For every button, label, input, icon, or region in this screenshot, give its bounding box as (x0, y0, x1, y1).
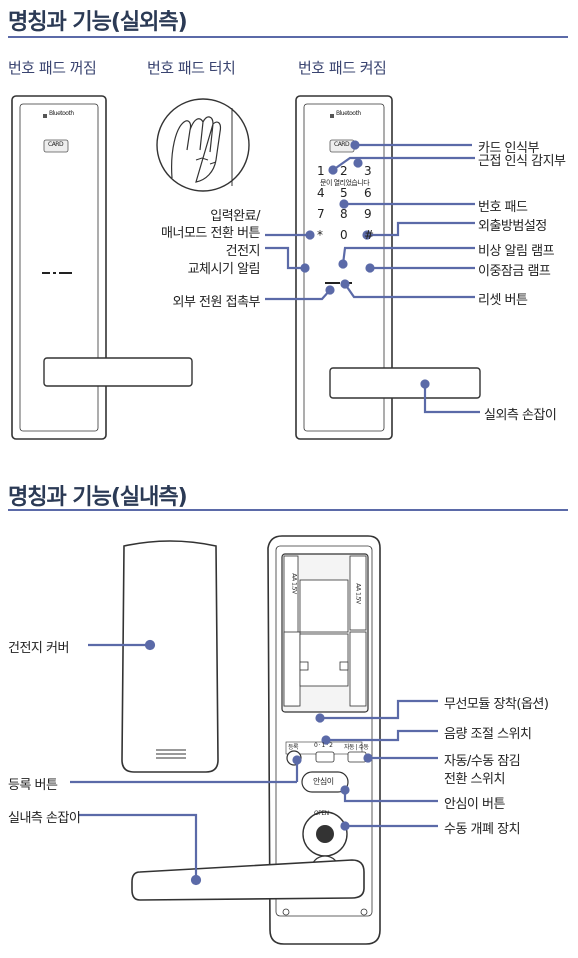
device-touch-illustration (156, 98, 250, 192)
battery-text-2: AA 1.5V (354, 583, 362, 604)
knob-small-text: OPEN (314, 810, 329, 817)
state-on-heading: 번호 패드 켜짐 (298, 59, 387, 77)
label-battery-2: 교체시기 알림 (187, 262, 261, 277)
label-input-complete-1: 입력완료/ (210, 209, 260, 224)
label-input-complete-2: 매너모드 전환 버튼 (161, 226, 260, 241)
auto-small-text: 자동 | 수동 (344, 744, 369, 751)
brand-text: Bluetooth (336, 110, 361, 117)
card-text: CARD (334, 141, 350, 148)
label-reset-button: 리셋 버튼 (478, 293, 528, 308)
label-double-lock-lamp: 이중잠금 램프 (478, 264, 551, 279)
label-safety-button: 안심이 버튼 (444, 797, 505, 812)
battery-cover-drawing (121, 540, 219, 773)
register-small-text: 등록 (288, 744, 299, 751)
key-2[interactable]: 2 (340, 164, 348, 178)
card-text-off: CARD (48, 141, 64, 148)
label-external-power: 외부 전원 접촉부 (172, 295, 261, 310)
volume-small-text: 0 · 1 · 2 (314, 742, 333, 749)
safety-small-text[interactable]: 안심이 (313, 777, 334, 786)
outdoor-title-rule (8, 36, 568, 38)
indoor-leaders (70, 639, 438, 886)
label-volume-switch: 음량 조절 스위치 (444, 727, 532, 742)
key-4[interactable]: 4 (317, 186, 325, 200)
outdoor-section-title: 명칭과 기능(실외측) (8, 10, 188, 35)
label-card-reader: 카드 인식부 (478, 141, 539, 156)
label-register-button: 등록 버튼 (8, 778, 58, 793)
label-manual-open: 수동 개폐 장치 (444, 822, 521, 837)
label-proximity-sensor: 근접 인식 감지부 (478, 154, 566, 169)
indoor-section-title: 명칭과 기능(실내측) (8, 485, 188, 510)
label-outdoor-handle: 실외측 손잡이 (484, 408, 557, 423)
label-indoor-handle: 실내측 손잡이 (8, 811, 81, 826)
label-battery-cover: 건전지 커버 (8, 641, 69, 656)
device-pad-off (11, 95, 193, 440)
key-hash[interactable]: # (364, 228, 374, 242)
key-5[interactable]: 5 (340, 186, 348, 200)
label-wireless-module: 무선모듈 장착(옵션) (444, 697, 549, 712)
label-auto-manual-1: 자동/수동 잠김 (444, 754, 521, 769)
key-hint: 문이 열리었습니다 (320, 179, 370, 187)
key-7[interactable]: 7 (317, 207, 325, 221)
brand-text-off: Bluetooth (49, 110, 74, 117)
key-0[interactable]: 0 (340, 228, 348, 242)
key-1[interactable]: 1 (317, 164, 325, 178)
state-off-heading: 번호 패드 꺼짐 (8, 59, 97, 77)
label-keypad: 번호 패드 (478, 200, 528, 215)
key-9[interactable]: 9 (364, 207, 372, 221)
label-auto-manual-2: 전환 스위치 (444, 772, 505, 787)
state-touch-heading: 번호 패드 터치 (147, 59, 236, 77)
key-6[interactable]: 6 (364, 186, 372, 200)
label-battery-1: 건전지 (225, 244, 261, 259)
label-emergency-lamp: 비상 알림 램프 (478, 244, 555, 259)
key-3[interactable]: 3 (364, 164, 372, 178)
key-star[interactable]: * (317, 228, 323, 242)
key-8[interactable]: 8 (340, 207, 348, 221)
label-outing-security: 외출방범설정 (478, 219, 547, 234)
indoor-title-rule (8, 509, 568, 511)
battery-text-1: AA 1.5V (290, 573, 298, 594)
outdoor-leaders (265, 140, 480, 414)
